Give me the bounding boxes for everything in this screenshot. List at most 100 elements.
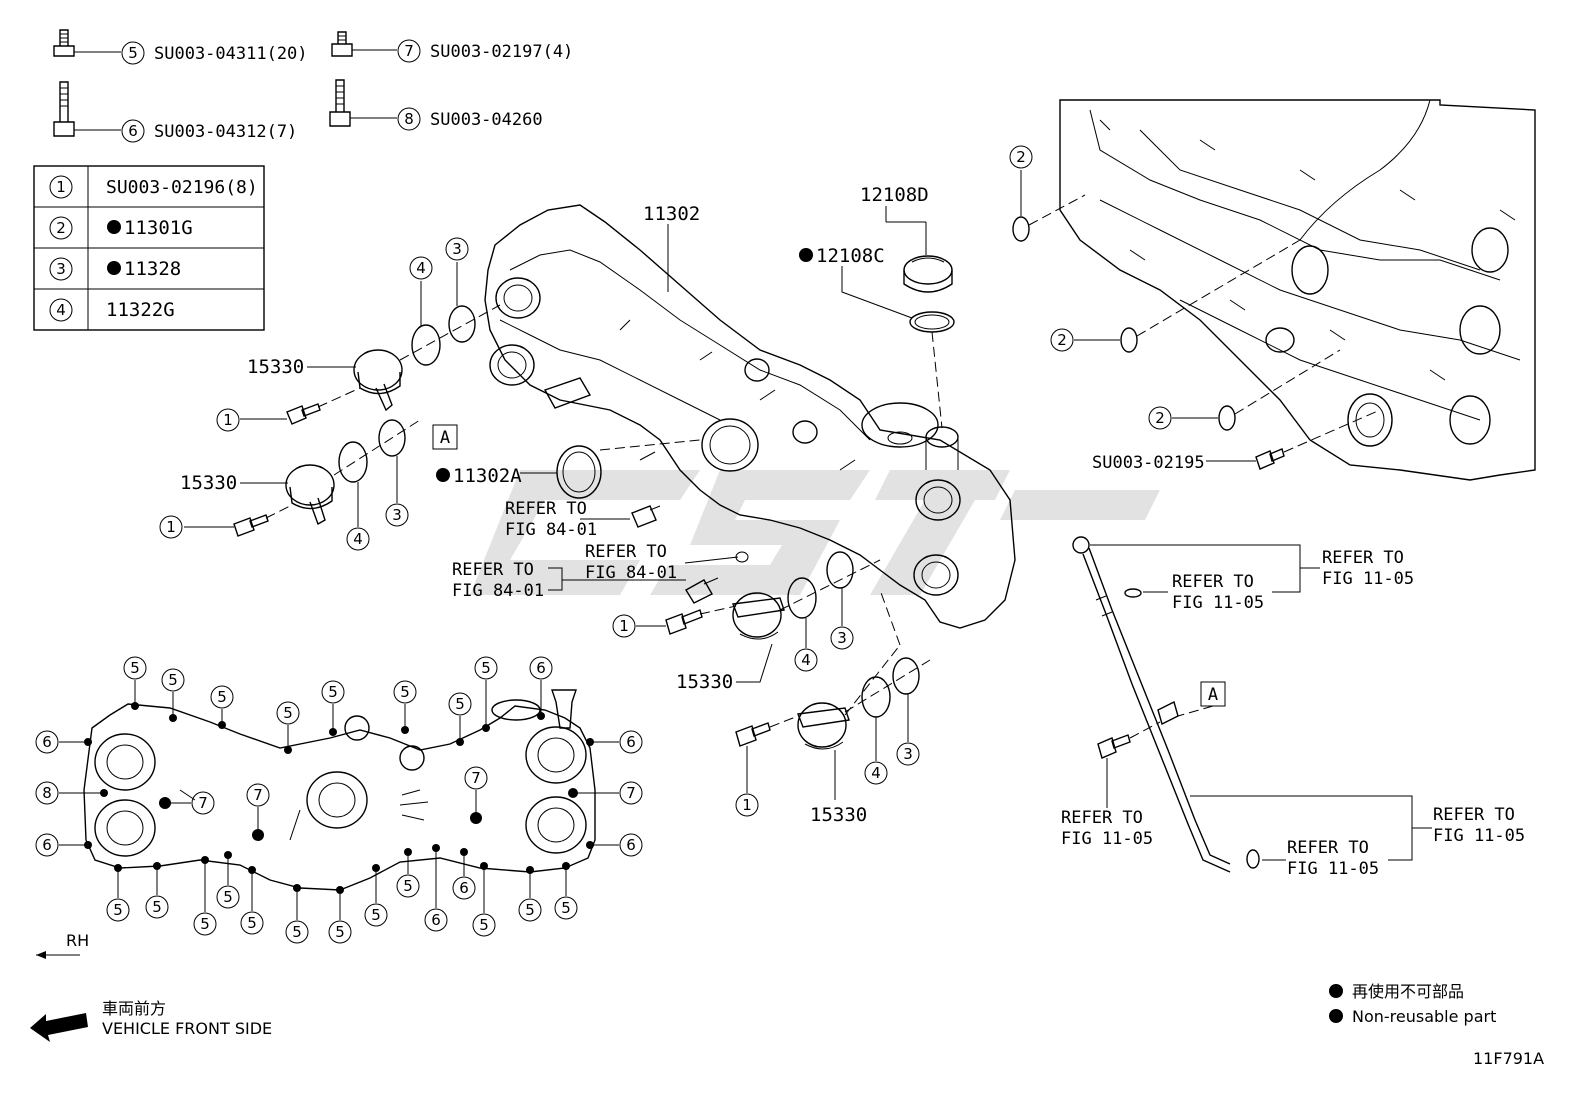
svg-text:4: 4 — [871, 764, 881, 782]
non-reusable-marker-icon — [107, 261, 121, 275]
bolt-1-icon — [735, 722, 771, 747]
svg-text:4: 4 — [353, 530, 363, 548]
svg-text:5: 5 — [283, 704, 293, 722]
svg-text:3: 3 — [903, 745, 913, 763]
svg-text:5: 5 — [403, 877, 413, 895]
svg-text:5: 5 — [371, 906, 381, 924]
svg-text:6: 6 — [431, 911, 441, 929]
callout-circle-5 — [121, 41, 145, 65]
svg-text:6: 6 — [459, 879, 469, 897]
oring-3-lower — [378, 419, 406, 457]
refer-label: REFER TO — [1061, 808, 1143, 828]
svg-text:7: 7 — [253, 786, 263, 804]
plug-part-label: SU003-02195 — [1092, 453, 1205, 473]
svg-text:5: 5 — [400, 683, 410, 701]
table-row: 2 11301G — [49, 216, 193, 240]
svg-text:5: 5 — [328, 683, 338, 701]
svg-text:5: 5 — [292, 923, 302, 941]
non-reusable-marker-icon — [107, 220, 121, 234]
row-num: 1 — [56, 178, 66, 196]
cover-part-label: 11302 — [643, 203, 700, 225]
svg-text:8: 8 — [42, 784, 52, 802]
cap-gasket-part-label: 12108C — [816, 245, 885, 267]
svg-text:5: 5 — [223, 888, 233, 906]
cap-part-label: 12108D — [860, 184, 929, 206]
refer-fig-label: FIG 11-05 — [1433, 826, 1525, 846]
ref-box-a-label: A — [440, 428, 450, 448]
oring-4-lower — [338, 441, 368, 483]
oring-4-bottom — [861, 676, 891, 718]
svg-text:1: 1 — [223, 411, 233, 429]
non-reusable-marker-icon — [799, 248, 813, 262]
callout-num: 7 — [404, 42, 414, 60]
svg-text:5: 5 — [481, 659, 491, 677]
front-cover-housing — [484, 204, 1016, 629]
ref-box-a — [432, 424, 458, 450]
seal-part-label: 11302A — [453, 465, 522, 487]
callout-circle-6 — [121, 119, 145, 143]
solenoid-center-label: 15330 — [676, 671, 733, 693]
bolt-1-icon — [286, 403, 321, 425]
solenoid-bottom-label: 15330 — [810, 804, 867, 826]
bolt-7-part-number: SU003-02197(4) — [430, 42, 573, 62]
refer-fig-label: FIG 11-05 — [1322, 569, 1414, 589]
bolt-6-icon — [53, 81, 75, 137]
svg-text:3: 3 — [837, 629, 847, 647]
rh-direction: RH — [36, 931, 89, 959]
row-part: SU003-02196(8) — [106, 177, 258, 198]
dipstick-bolt-icon — [1097, 734, 1131, 759]
row-num: 3 — [56, 260, 66, 278]
callout-circle-7 — [397, 39, 421, 63]
oring-2-c — [1218, 405, 1236, 431]
svg-text:5: 5 — [130, 659, 140, 677]
svg-text:5: 5 — [217, 688, 227, 706]
oring-3-upper — [448, 305, 476, 343]
plug-icon — [1255, 448, 1285, 470]
watermark-logo — [470, 470, 1160, 595]
oring-3-center — [826, 551, 854, 589]
svg-text:5: 5 — [455, 695, 465, 713]
solenoid-lower — [285, 464, 335, 526]
refer-label: REFER TO — [1433, 805, 1515, 825]
table-row: 1 SU003-02196(8) — [49, 175, 258, 199]
svg-text:2: 2 — [1016, 148, 1026, 166]
oil-filler-cap — [903, 255, 953, 293]
svg-text:5: 5 — [525, 901, 535, 919]
vehicle-front-direction: 車両前方 VEHICLE FRONT SIDE — [30, 999, 272, 1042]
svg-text:5: 5 — [247, 914, 257, 932]
bolt-key: 5 SU003-04311(20) 6 SU003-04312(7) 7 SU0… — [53, 29, 573, 143]
solenoid-center — [732, 592, 785, 640]
non-reusable-marker-icon — [1329, 1009, 1343, 1023]
svg-text:6: 6 — [42, 836, 52, 854]
svg-text:1: 1 — [742, 796, 752, 814]
refer-fig-label: FIG 84-01 — [505, 520, 597, 540]
callout-circle-8 — [397, 107, 421, 131]
svg-text:5: 5 — [479, 916, 489, 934]
solenoid-upper — [353, 349, 403, 412]
solenoid-bottom — [797, 702, 850, 750]
oil-seal — [556, 445, 602, 499]
bolt-1-icon — [665, 609, 703, 635]
svg-text:7: 7 — [198, 794, 208, 812]
row-part: 11328 — [124, 258, 181, 280]
refer-fig-label: FIG 11-05 — [1061, 829, 1153, 849]
oring-4-upper — [411, 324, 441, 366]
svg-text:6: 6 — [626, 733, 636, 751]
cover-flat-view — [83, 689, 596, 894]
refer-label: REFER TO — [1172, 572, 1254, 592]
flat-view-callouts: 5 5 5 5 5 5 5 5 6 6 8 6 7 7 6 7 6 7 5 5 … — [35, 656, 643, 944]
refer-fig-label: FIG 84-01 — [585, 563, 677, 583]
svg-text:6: 6 — [626, 836, 636, 854]
oring-2-b — [1120, 327, 1138, 353]
refer-fig-label: FIG 11-05 — [1172, 593, 1264, 613]
row-part: 11301G — [124, 217, 193, 239]
refer-label: REFER TO — [1287, 838, 1369, 858]
ref-box-a-label: A — [1208, 685, 1218, 705]
row-num: 4 — [56, 301, 66, 319]
front-arrow-icon — [30, 1013, 88, 1042]
callout-num: 6 — [128, 122, 138, 140]
engine-block — [1059, 99, 1536, 481]
svg-text:5: 5 — [113, 901, 123, 919]
cap-gasket — [909, 311, 955, 333]
